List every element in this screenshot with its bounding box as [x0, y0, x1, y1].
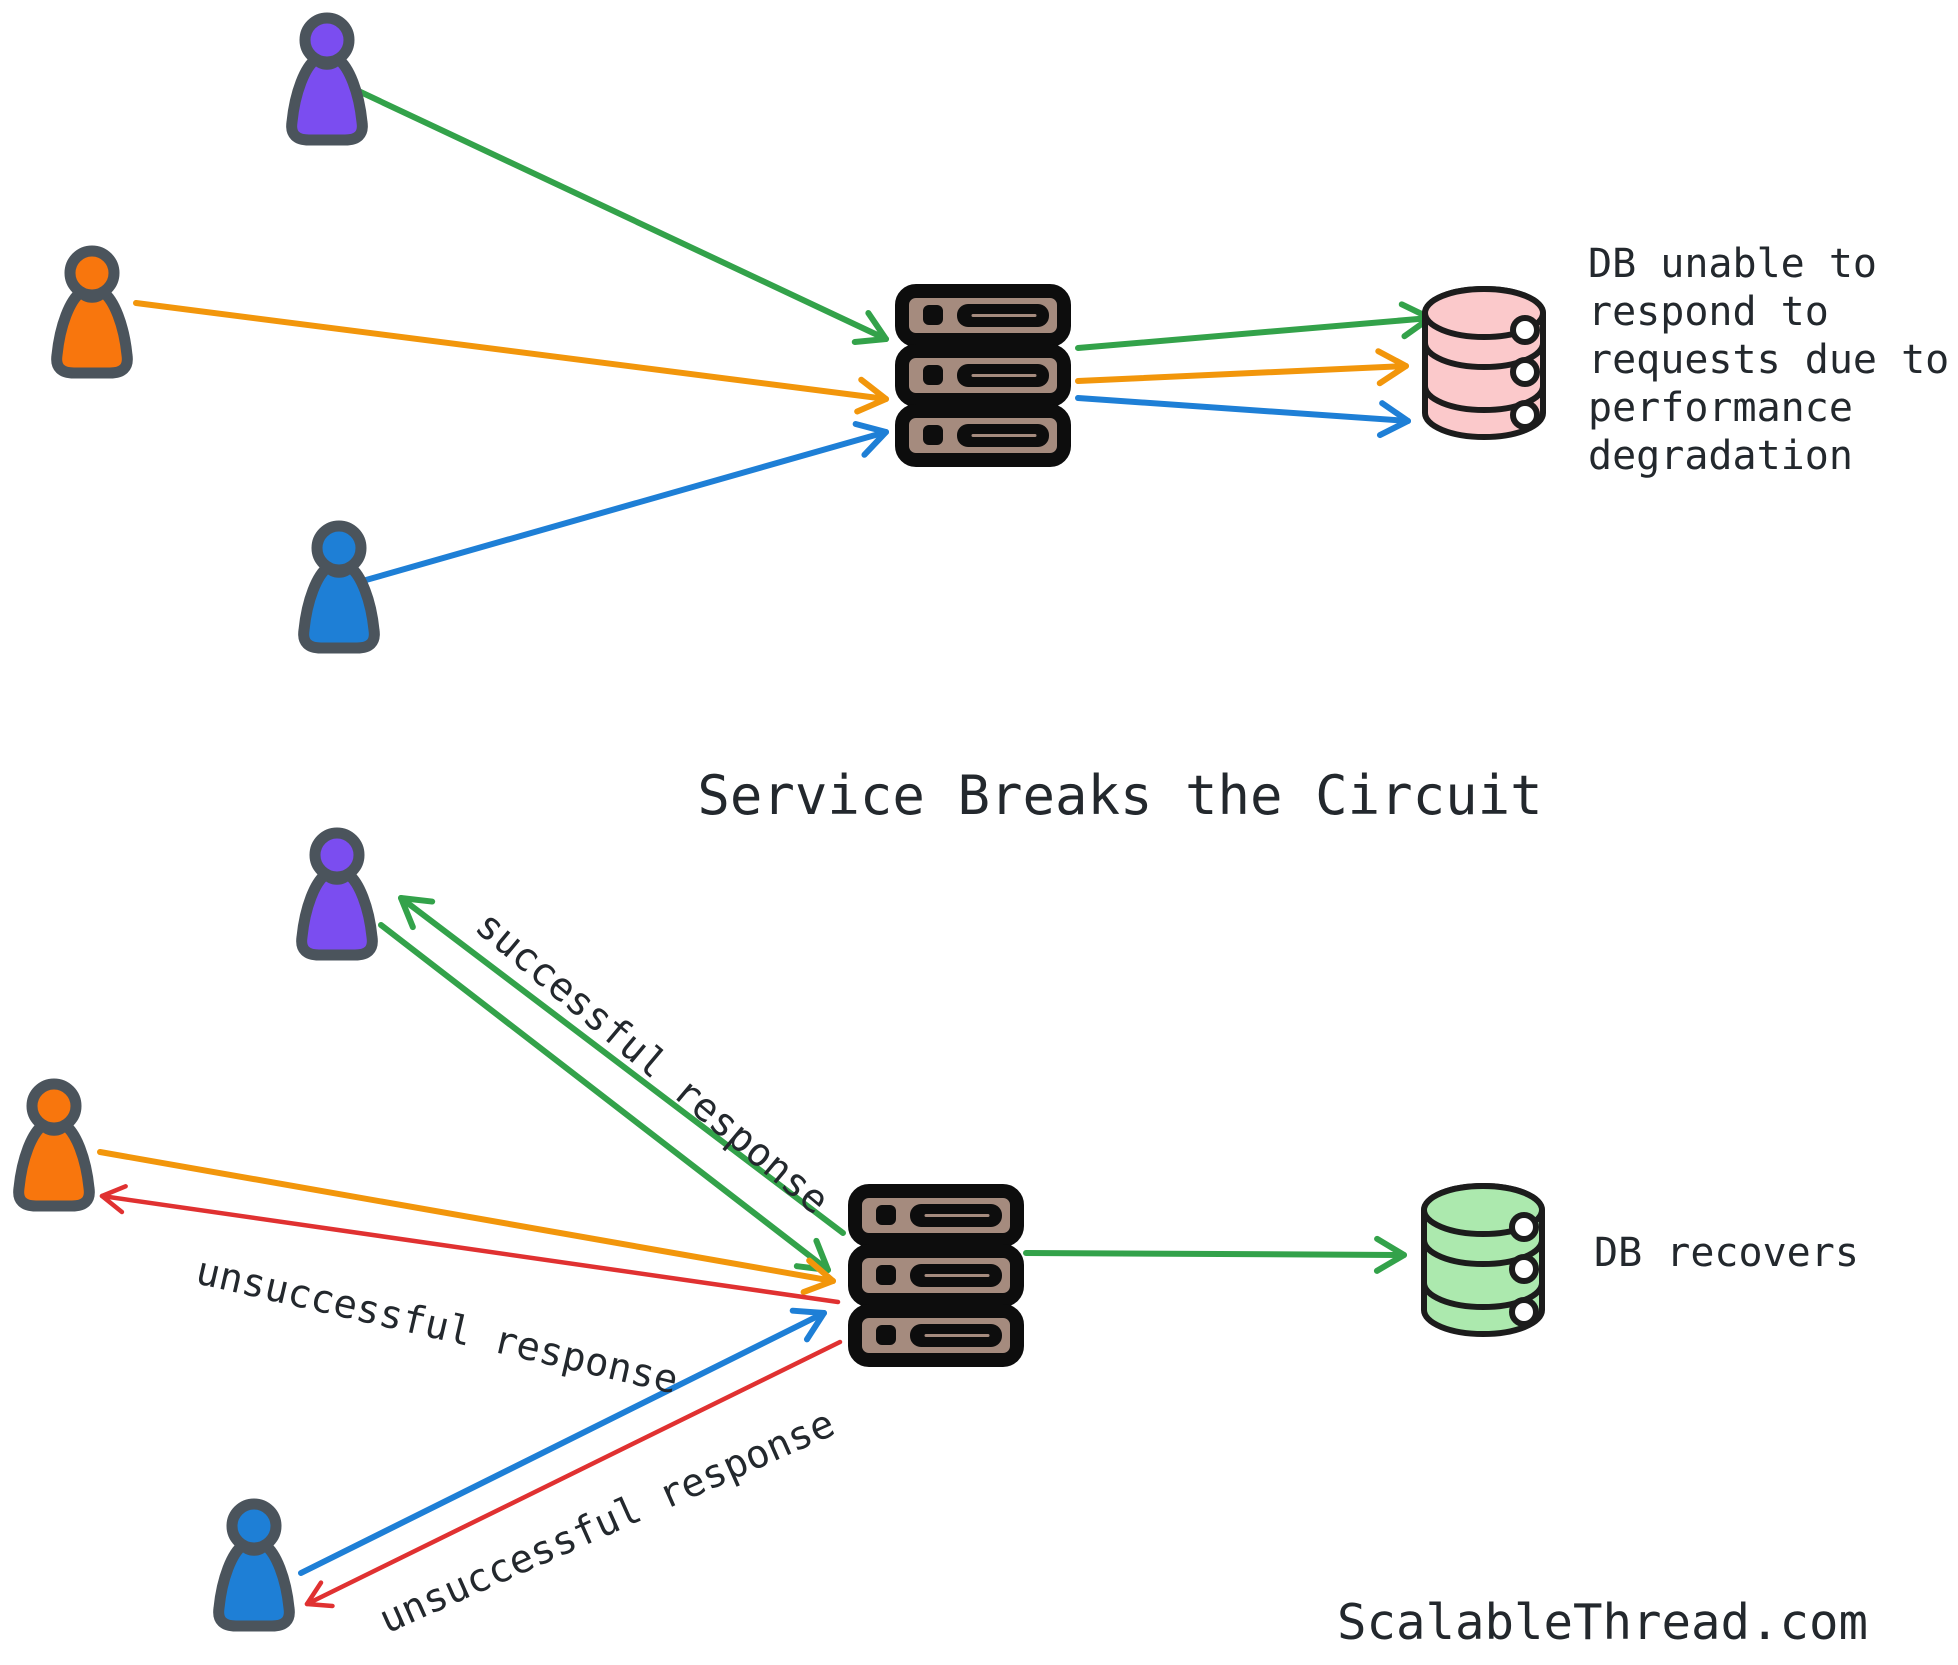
failed-response-arrow-blue	[304, 1339, 843, 1609]
user-icon-blue-top	[304, 526, 375, 648]
user-icon-blue-bottom	[219, 1504, 290, 1626]
failed-response-arrow-orange	[99, 1184, 841, 1305]
request-arrow-orange-bottom	[97, 1149, 836, 1296]
site-watermark: ScalableThread.com	[1337, 1594, 1869, 1651]
server-icon-top	[902, 291, 1064, 460]
success-response-arrow-purple	[398, 895, 846, 1236]
server-to-db-arrow-green-top	[1075, 301, 1433, 351]
request-arrow-purple-top	[349, 85, 889, 345]
database-icon-recovered	[1424, 1186, 1542, 1334]
request-arrow-purple-bottom	[378, 922, 831, 1273]
database-icon-degraded	[1425, 289, 1543, 437]
db-recovers-note: DB recovers	[1594, 1230, 1859, 1276]
server-to-db-arrow-blue-top	[1075, 395, 1411, 439]
request-arrow-orange-top	[133, 300, 889, 415]
server-icon-bottom	[855, 1191, 1017, 1360]
server-to-db-arrow-orange-top	[1075, 348, 1409, 387]
user-icon-orange-top	[57, 251, 128, 373]
server-to-db-arrow-green-bottom	[1023, 1235, 1407, 1274]
request-arrow-blue-top	[363, 421, 889, 583]
request-arrow-blue-bottom	[298, 1307, 827, 1576]
user-icon-purple-top	[292, 18, 363, 140]
section-title: Service Breaks the Circuit	[697, 764, 1543, 827]
user-icon-orange-bottom	[19, 1084, 90, 1206]
user-icon-purple-bottom	[302, 833, 373, 955]
db-degradation-note: DB unable to respond to requests due to …	[1588, 241, 1950, 479]
